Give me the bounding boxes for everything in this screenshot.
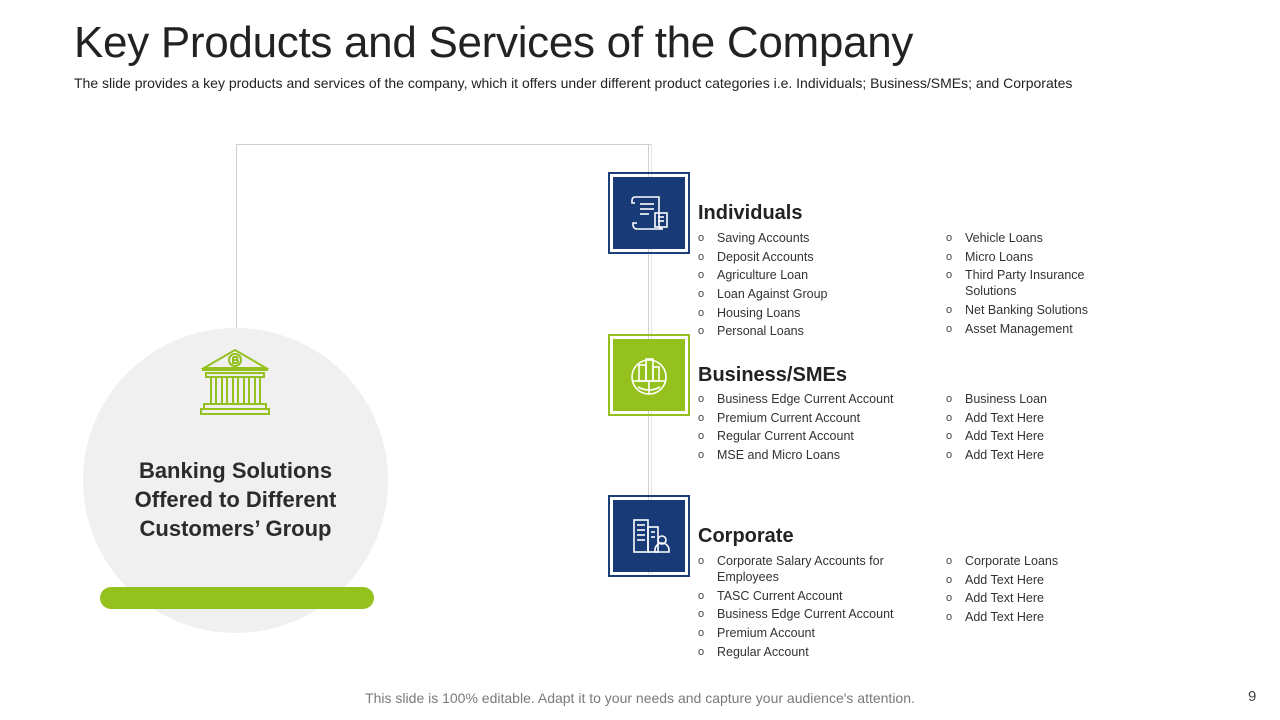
list-item: Personal Loans <box>698 323 928 339</box>
connector-line-top <box>236 144 651 145</box>
corporate-list-left: Corporate Salary Accounts for Employees … <box>698 553 913 662</box>
list-item: Corporate Salary Accounts for Employees <box>698 553 913 585</box>
list-item: Loan Against Group <box>698 286 928 302</box>
list-item: Housing Loans <box>698 305 928 321</box>
list-item: Saving Accounts <box>698 230 928 246</box>
document-scroll-icon <box>631 196 668 230</box>
accent-bar <box>100 587 374 609</box>
bank-bitcoin-icon <box>200 348 270 415</box>
list-item: Add Text Here <box>946 572 1116 588</box>
list-item: Add Text Here <box>946 447 1116 463</box>
business-icon-box <box>608 334 690 416</box>
business-list-right: Business Loan Add Text Here Add Text Her… <box>946 391 1116 466</box>
slide-subtitle: The slide provides a key products and se… <box>74 75 1073 91</box>
list-item: Add Text Here <box>946 410 1116 426</box>
list-item: Business Edge Current Account <box>698 391 928 407</box>
connector-line-left <box>236 144 237 332</box>
list-item: TASC Current Account <box>698 588 913 604</box>
list-item: Corporate Loans <box>946 553 1116 569</box>
list-item: Premium Account <box>698 625 913 641</box>
individuals-list-left: Saving Accounts Deposit Accounts Agricul… <box>698 230 928 342</box>
section-title-business: Business/SMEs <box>698 364 847 386</box>
list-item: Third Party Insurance Solutions <box>946 267 1116 299</box>
corporate-list-right: Corporate Loans Add Text Here Add Text H… <box>946 553 1116 628</box>
list-item: Vehicle Loans <box>946 230 1116 246</box>
center-circle <box>83 328 388 633</box>
section-title-corporate: Corporate <box>698 525 794 547</box>
section-title-individuals: Individuals <box>698 202 803 224</box>
footer-note: This slide is 100% editable. Adapt it to… <box>365 690 915 706</box>
slide-title: Key Products and Services of the Company <box>74 18 914 67</box>
list-item: Regular Current Account <box>698 428 928 444</box>
list-item: Add Text Here <box>946 590 1116 606</box>
list-item: Premium Current Account <box>698 410 928 426</box>
corporate-icon-box <box>608 495 690 577</box>
business-list-left: Business Edge Current Account Premium Cu… <box>698 391 928 466</box>
list-item: Regular Account <box>698 644 913 660</box>
list-item: Add Text Here <box>946 428 1116 444</box>
list-item: Business Loan <box>946 391 1116 407</box>
list-item: Deposit Accounts <box>698 249 928 265</box>
individuals-list-right: Vehicle Loans Micro Loans Third Party In… <box>946 230 1116 339</box>
list-item: Asset Management <box>946 321 1116 337</box>
list-item: Add Text Here <box>946 609 1116 625</box>
list-item: Micro Loans <box>946 249 1116 265</box>
list-item: Business Edge Current Account <box>698 606 913 622</box>
center-label: Banking Solutions Offered to Different C… <box>134 458 337 541</box>
list-item: Net Banking Solutions <box>946 302 1116 318</box>
office-building-person-icon <box>633 519 670 553</box>
list-item: Agriculture Loan <box>698 267 928 283</box>
list-item: MSE and Micro Loans <box>698 447 928 463</box>
page-number: 9 <box>1248 688 1257 705</box>
globe-city-icon <box>631 358 667 395</box>
individuals-icon-box <box>608 172 690 254</box>
